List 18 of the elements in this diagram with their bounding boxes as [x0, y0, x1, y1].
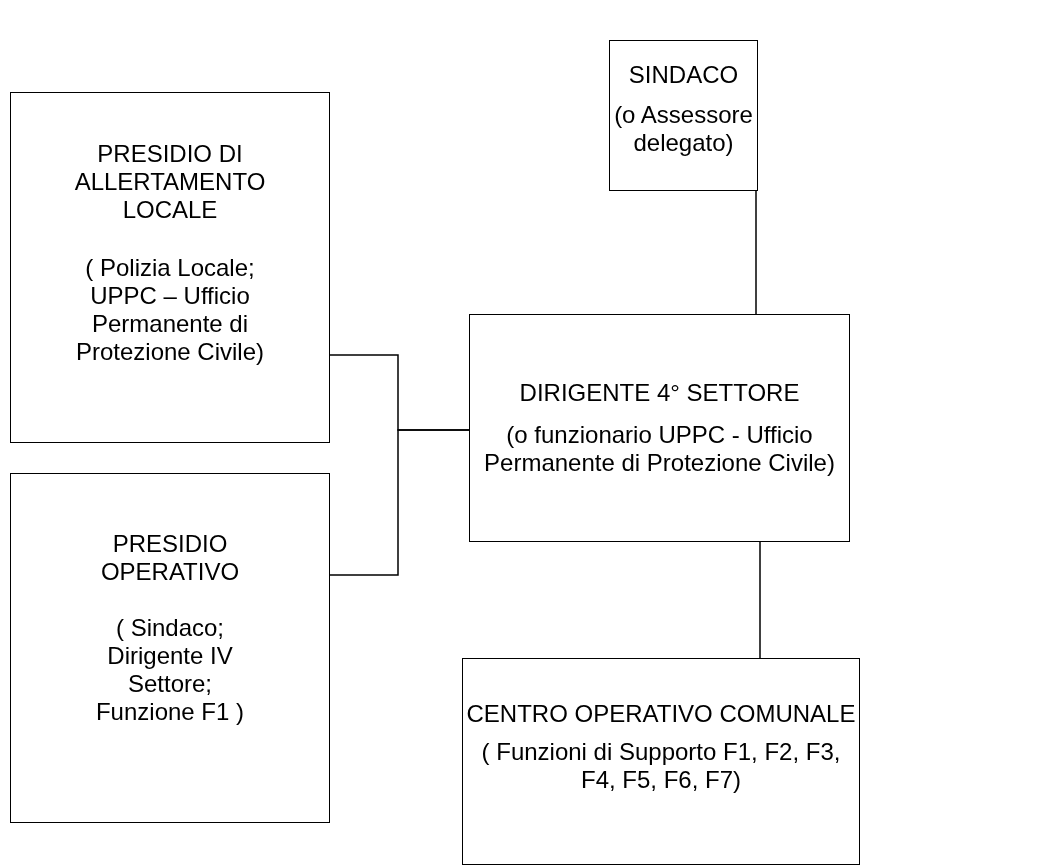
- box-title: DIRIGENTE 4° SETTORE: [518, 379, 801, 407]
- org-box: [10, 92, 330, 443]
- box-description: (o funzionario UPPC - Ufficio Permanente di Protezione Civile): [483, 421, 836, 477]
- org-box: [10, 473, 330, 823]
- box-title: PRESIDIO OPERATIVO: [99, 530, 241, 586]
- box-description: (o Assessore delegato): [613, 100, 754, 157]
- box-title: CENTRO OPERATIVO COMUNALE: [466, 699, 856, 728]
- org-box: [462, 658, 860, 865]
- connector-line: [755, 190, 757, 315]
- box-description: ( Polizia Locale; UPPC – Ufficio Permanente di Protezione Civile): [74, 253, 266, 366]
- org-box: [609, 40, 758, 191]
- box-title: PRESIDIO DI ALLERTAMENTO LOCALE: [73, 139, 267, 224]
- box-description: ( Sindaco; Dirigente IV Settore; Funzione F1 ): [94, 614, 246, 726]
- connector-line: [759, 541, 761, 659]
- box-description: ( Funzioni di Supporto F1, F2, F3, F4, F5, F6, F7): [480, 737, 842, 794]
- box-title: SINDACO: [627, 60, 740, 89]
- connector-line: [329, 429, 470, 576]
- org-box: [469, 314, 850, 542]
